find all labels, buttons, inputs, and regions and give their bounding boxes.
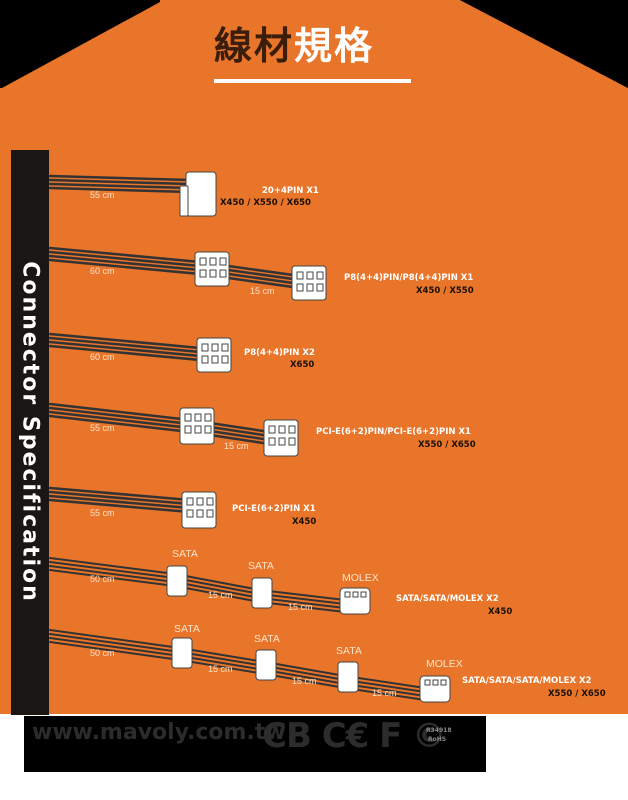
cable-7-segment-3: 15 cm xyxy=(372,688,397,698)
cable-7-length: 50 cm xyxy=(90,648,115,658)
cable-4-segment: 15 cm xyxy=(224,441,249,451)
cable-3-wires xyxy=(48,332,202,362)
connector-molex-7 xyxy=(419,675,451,703)
cable-7-name: SATA/SATA/SATA/MOLEX X2 xyxy=(462,676,592,686)
connector-20-4pin xyxy=(179,171,217,217)
cable-7-segment-2: 15 cm xyxy=(292,676,317,686)
cable-2-models: X450 / X550 xyxy=(416,286,474,296)
cable-1-length: 55 cm xyxy=(90,190,115,200)
cable-5-wires xyxy=(48,486,192,514)
cable-5-length: 55 cm xyxy=(90,508,115,518)
cable-6-segment-2: 15 cm xyxy=(288,602,313,612)
cable-2-name: P8(4+4)PIN/P8(4+4)PIN X1 xyxy=(344,273,474,283)
connector-p8-c xyxy=(196,337,232,373)
cable-7-connector-4: MOLEX xyxy=(426,658,463,670)
cable-6-segment-1: 15 cm xyxy=(208,590,233,600)
connector-sata-7c xyxy=(337,661,359,693)
connector-sata-7b xyxy=(255,649,277,681)
side-bar xyxy=(11,150,49,715)
cable-5-name: PCI-E(6+2)PIN X1 xyxy=(232,504,316,514)
title-part-2: 規格 xyxy=(294,24,375,68)
cable-3-models: X650 xyxy=(290,360,315,370)
footer-url: www.mavoly.com.tw xyxy=(32,720,286,745)
connector-molex-6 xyxy=(339,587,371,615)
cable-1-wires xyxy=(48,174,192,194)
certification-marks: CB C€ F © xyxy=(262,716,446,756)
cable-7-connector-3: SATA xyxy=(336,645,362,657)
connector-p8-a xyxy=(194,251,230,287)
cable-2-length: 60 cm xyxy=(90,266,115,276)
cable-6-models: X450 xyxy=(488,607,513,617)
cable-7-connector-2: SATA xyxy=(254,633,280,645)
cable-1-models: X450 / X550 / X650 xyxy=(220,198,311,208)
cable-7-segment-1: 15 cm xyxy=(208,664,233,674)
cable-6-connector-2: SATA xyxy=(248,560,274,572)
cable-3-name: P8(4+4)PIN X2 xyxy=(244,348,315,358)
title-underline xyxy=(214,79,411,83)
connector-p8-b xyxy=(291,265,327,301)
cable-7-wires xyxy=(49,629,426,701)
cable-7-connector-1: SATA xyxy=(174,623,200,635)
cable-6-connector-1: SATA xyxy=(172,548,198,560)
connector-sata-6b xyxy=(251,577,273,609)
footer: www.mavoly.com.tw CB C€ F © R34918 RoHS xyxy=(24,716,486,772)
cable-4-wires xyxy=(48,402,272,446)
cable-3-length: 60 cm xyxy=(90,352,115,362)
connector-sata-6a xyxy=(166,565,188,597)
connector-pcie-a xyxy=(179,407,215,445)
connector-pcie-c xyxy=(181,491,217,529)
cable-6-wires xyxy=(49,557,346,613)
cable-6-length: 50 cm xyxy=(90,574,115,584)
connector-pcie-b xyxy=(263,419,299,457)
cable-2-wires xyxy=(48,246,302,290)
cable-6-name: SATA/SATA/MOLEX X2 xyxy=(396,594,499,604)
cable-5-models: X450 xyxy=(292,517,317,527)
cable-4-length: 55 cm xyxy=(90,423,115,433)
connector-sata-7a xyxy=(171,637,193,669)
cable-2-segment: 15 cm xyxy=(250,286,275,296)
rohs-label: RoHS xyxy=(428,736,447,743)
cable-6-connector-3: MOLEX xyxy=(342,572,379,584)
cable-1-name: 20+4PIN X1 xyxy=(262,186,319,196)
cable-4-models: X550 / X650 xyxy=(418,440,476,450)
cable-4-name: PCI-E(6+2)PIN/PCI-E(6+2)PIN X1 xyxy=(316,427,471,437)
cert-code: R34918 xyxy=(426,727,452,734)
page-title: 線材規格 xyxy=(214,24,374,68)
title-part-1: 線材 xyxy=(214,24,295,68)
cable-7-models: X550 / X650 xyxy=(548,689,606,699)
